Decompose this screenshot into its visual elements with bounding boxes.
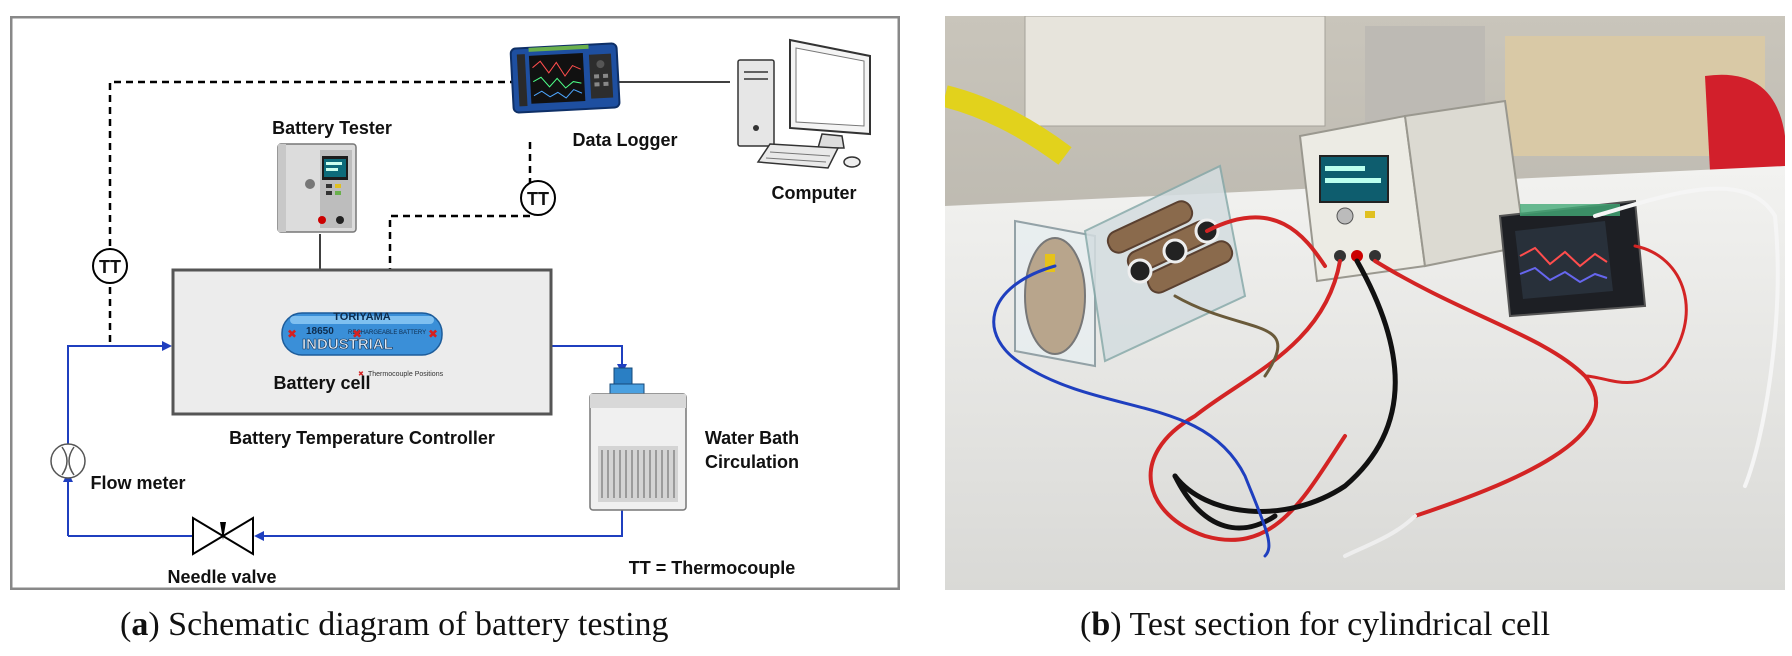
svg-text:TT: TT [527,189,549,209]
controller-label: Battery Temperature Controller [229,428,495,448]
battery-cell-label: Battery cell [273,373,370,393]
battery-word: INDUSTRIAL [302,336,393,353]
caption-b: (b) Test section for cylindrical cell [1080,606,1551,643]
water-bath-device [589,367,687,511]
thermocouple-note: Thermocouple Positions [368,371,444,378]
yellow-hose [945,85,1072,165]
tc-marker-mid: ✖ [352,327,362,341]
caption-a-letter: a [131,606,149,643]
data-logger-label: Data Logger [572,130,677,150]
computer-icon [737,38,871,169]
flow-meter-label: Flow meter [90,473,185,493]
battery-tester-photo [1298,99,1527,283]
needle-valve-label: Needle valve [167,567,276,587]
caption-a-text: Schematic diagram of battery testing [168,606,669,643]
tc-note-marker: ✖ [358,370,364,378]
acrylic-test-section [1014,164,1247,368]
thermocouple-symbol-left: TT [92,248,128,284]
battery-type: RECHARGEABLE BATTERY [348,330,426,336]
schematic-panel: TORIYAMA 18650 RECHARGEABLE BATTERY INDU… [10,16,900,590]
computer-label: Computer [772,183,857,203]
photo-illustration [945,16,1785,590]
battery-tester-label: Battery Tester [272,118,392,138]
caption-b-text: Test section for cylindrical cell [1129,606,1551,643]
thermocouple-symbol-center: TT [520,180,556,216]
water-loop [67,345,623,537]
battery-tester-device [277,143,357,233]
cables [992,186,1780,558]
circulation-label: Circulation [705,452,799,472]
schematic-diagram: TORIYAMA 18650 RECHARGEABLE BATTERY INDU… [10,16,900,590]
battery-brand: TORIYAMA [333,311,391,323]
water-bath-label: Water Bath [705,428,799,448]
svg-text:TT: TT [99,257,121,277]
flow-meter-symbol [50,443,86,479]
data-logger-device [509,42,621,114]
tc-marker-left: ✖ [287,327,297,341]
battery-cell-image: TORIYAMA 18650 RECHARGEABLE BATTERY INDU… [281,311,444,378]
overhead-equipment [1024,16,1326,127]
caption-b-letter: b [1091,606,1111,643]
battery-model: 18650 [306,326,334,337]
tc-marker-right: ✖ [428,327,438,341]
caption-a: (a) Schematic diagram of battery testing [120,606,669,643]
legend-label: TT = Thermocouple [629,558,796,578]
needle-valve-symbol [192,516,254,556]
data-logger-photo [1498,199,1647,318]
test-section-photo [945,16,1785,590]
